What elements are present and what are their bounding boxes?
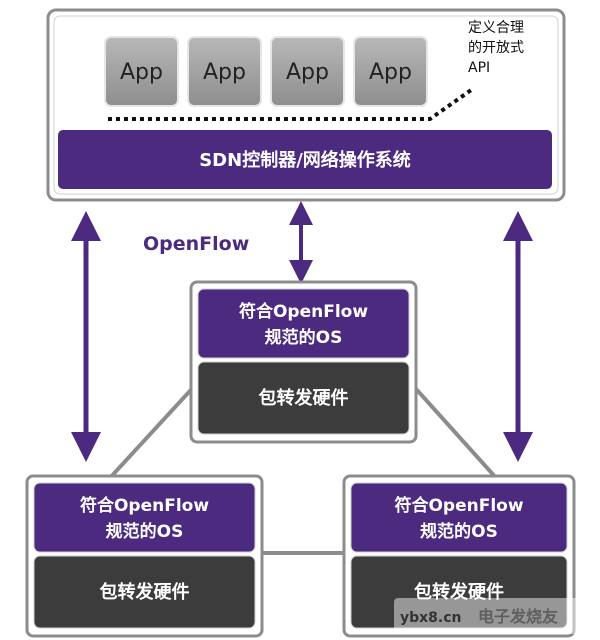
app-label: App xyxy=(120,60,163,85)
api-note-line: 的开放式 xyxy=(468,40,524,56)
os-label-line1: 符合OpenFlow xyxy=(394,495,523,516)
app-boxes: App App App App xyxy=(104,36,428,107)
app-box: App xyxy=(104,36,179,107)
controller-bar: SDN控制器/网络操作系统 xyxy=(58,130,552,189)
app-box: App xyxy=(270,36,345,107)
app-box: App xyxy=(353,36,428,107)
api-note: 定义合理 的开放式 API xyxy=(468,20,524,76)
app-label: App xyxy=(286,60,329,85)
api-note-line: 定义合理 xyxy=(468,20,524,36)
app-label: App xyxy=(369,60,412,85)
os-box xyxy=(197,288,410,359)
os-box xyxy=(33,482,256,553)
os-label-line1: 符合OpenFlow xyxy=(80,495,209,516)
hardware-box xyxy=(197,361,410,435)
openflow-label: OpenFlow xyxy=(143,233,249,255)
hardware-label: 包转发硬件 xyxy=(100,581,190,603)
switch-links xyxy=(106,378,500,555)
os-label-line2: 规范的OS xyxy=(106,521,184,542)
os-label-line2: 规范的OS xyxy=(420,521,498,542)
watermark-site: ybx8.cn xyxy=(400,610,462,626)
link-top-right xyxy=(406,378,500,482)
arrows xyxy=(71,201,533,462)
watermark-brand: 电子发烧友 xyxy=(478,607,559,626)
api-note-line: API xyxy=(468,60,490,76)
os-box xyxy=(350,482,568,553)
app-label: App xyxy=(203,60,246,85)
switch-right: 符合OpenFlow 规范的OS 包转发硬件 xyxy=(342,474,576,638)
controller-bar-label: SDN控制器/网络操作系统 xyxy=(199,149,411,171)
link-top-left xyxy=(106,378,202,482)
os-label-line2: 规范的OS xyxy=(265,327,343,348)
os-label-line1: 符合OpenFlow xyxy=(239,301,368,322)
api-dotted-line xyxy=(108,86,476,121)
app-box: App xyxy=(187,36,262,107)
watermark: ybx8.cn 电子发烧友 xyxy=(394,598,594,634)
switch-top: 符合OpenFlow 规范的OS 包转发硬件 xyxy=(189,280,418,444)
hardware-label: 包转发硬件 xyxy=(414,581,504,603)
hardware-label: 包转发硬件 xyxy=(259,387,349,409)
hardware-box xyxy=(350,555,568,629)
switch-left: 符合OpenFlow 规范的OS 包转发硬件 xyxy=(25,474,264,638)
hardware-box xyxy=(33,555,256,629)
